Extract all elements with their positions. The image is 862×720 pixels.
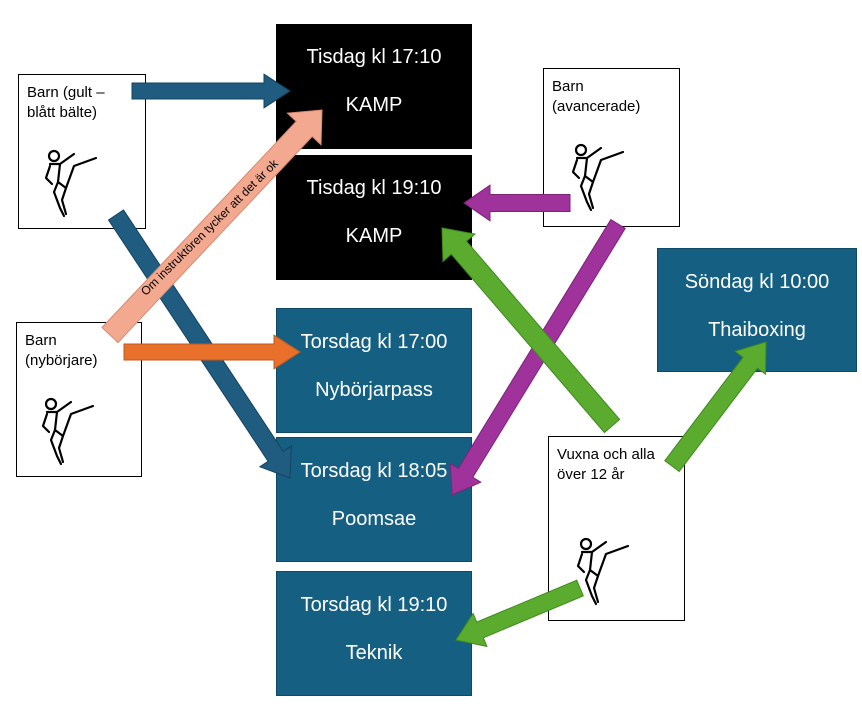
- session-time: Torsdag kl 18:05: [300, 460, 448, 482]
- session-torsdag-1700: Torsdag kl 17:00 Nybörjarpass: [276, 308, 472, 433]
- arrow-gult-to-tisdag-1710: [131, 73, 291, 109]
- kicking-person-icon: [41, 397, 95, 466]
- session-time: Torsdag kl 17:00: [300, 331, 448, 353]
- session-name: KAMP: [345, 225, 403, 247]
- kicking-person-icon: [576, 537, 630, 606]
- session-time: Tisdag kl 17:10: [306, 46, 442, 68]
- session-torsdag-1910: Torsdag kl 19:10 Teknik: [276, 571, 472, 696]
- session-name: KAMP: [345, 94, 403, 116]
- session-tisdag-1910: Tisdag kl 19:10 KAMP: [276, 155, 472, 280]
- group-barn-nyborjare: Barn (nybörjare): [16, 322, 142, 477]
- arrow-avancerade-to-torsdag-1805: [449, 218, 626, 496]
- group-vuxna: Vuxna och alla över 12 år: [548, 436, 685, 621]
- kicking-person-icon: [44, 149, 98, 218]
- arrow-vuxna-to-tisdag-1910: [441, 227, 621, 434]
- session-time: Tisdag kl 19:10: [306, 177, 442, 199]
- kicking-person-icon: [571, 143, 625, 212]
- group-label: Barn (avancerade): [552, 78, 641, 115]
- group-barn-gult-blatt: Barn (gult – blått bälte): [18, 74, 146, 229]
- arrow-vuxna-to-torsdag-1910: [455, 579, 584, 648]
- arrow-nyborjare-to-torsdag-1700: [123, 334, 301, 370]
- group-label: Vuxna och alla över 12 år: [557, 446, 655, 483]
- note-label: Om instruktören tycker att det är ok: [138, 156, 282, 299]
- group-label: Barn (nybörjare): [25, 332, 98, 369]
- arrow-nyborjare-to-tisdag-1710: [101, 109, 323, 344]
- arrow-avancerade-to-tisdag-1910: [463, 184, 571, 222]
- session-name: Nybörjarpass: [315, 379, 433, 401]
- session-torsdag-1805: Torsdag kl 18:05 Poomsae: [276, 437, 472, 562]
- session-time: Torsdag kl 19:10: [300, 594, 448, 616]
- arrow-vuxna-to-sondag-1000: [664, 341, 767, 473]
- session-time: Söndag kl 10:00: [684, 271, 830, 293]
- session-name: Teknik: [345, 642, 403, 664]
- session-name: Thaiboxing: [708, 319, 806, 341]
- session-name: Poomsae: [331, 508, 417, 530]
- group-label: Barn (gult – blått bälte): [27, 84, 105, 121]
